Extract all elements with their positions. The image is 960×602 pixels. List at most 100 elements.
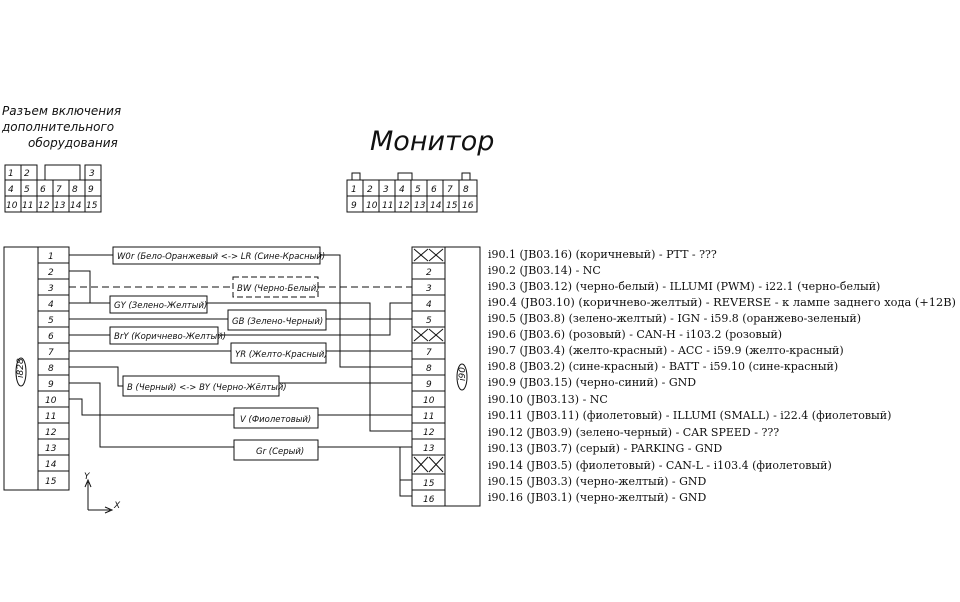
cavity-crossed-14 bbox=[413, 456, 444, 473]
monitor-title: Монитор bbox=[370, 126, 494, 157]
wire-label-7: V (Фиолетовый) bbox=[233, 407, 319, 429]
left-pin-12: 12 bbox=[45, 428, 57, 438]
left-face-r2-4: 4 bbox=[8, 185, 14, 195]
axis-indicator-icon: Y X bbox=[84, 472, 121, 514]
mon-face-r1-3: 3 bbox=[383, 185, 389, 195]
mon-face-r1-6: 6 bbox=[431, 185, 437, 195]
left-face-r1-1: 1 bbox=[8, 169, 14, 179]
left-pin-4: 4 bbox=[48, 300, 54, 310]
left-pin-15: 15 bbox=[45, 477, 57, 487]
left-face-r2-9: 9 bbox=[88, 185, 94, 195]
left-face-r1-3: 3 bbox=[89, 169, 95, 179]
left-face-r3-12: 12 bbox=[38, 201, 50, 211]
wire-label-3: GB (Зелено-Черный) bbox=[227, 309, 327, 331]
left-face-r3-14: 14 bbox=[70, 201, 82, 211]
left-title-line-2: дополнительного bbox=[1, 120, 114, 134]
left-pin-2: 2 bbox=[48, 268, 54, 278]
right-pin-11: 11 bbox=[423, 412, 434, 422]
mon-face-r2-14: 14 bbox=[430, 201, 442, 211]
pin-desc-13: i90.13 (JB03.7) (серый) - PARKING - GND bbox=[488, 442, 722, 455]
pin-desc-9: i90.9 (JB03.15) (черно-синий) - GND bbox=[488, 376, 696, 389]
left-face-r3-11: 11 bbox=[22, 201, 33, 211]
pin-desc-8: i90.8 (JB03.2) (сине-красный) - BATT - i… bbox=[488, 360, 838, 373]
pin-desc-3: i90.3 (JB03.12) (черно-белый) - ILLUMI (… bbox=[488, 280, 880, 293]
left-face-r1-2: 2 bbox=[24, 169, 30, 179]
wire-label-bw: BW (Черно-Белый) bbox=[237, 284, 320, 294]
wire-label-1: BW (Черно-Белый) bbox=[232, 276, 320, 298]
pin-desc-12: i90.12 (JB03.9) (зелено-черный) - CAR SP… bbox=[488, 426, 779, 439]
left-pin-7: 7 bbox=[48, 348, 54, 358]
pin-desc-11: i90.11 (JB03.11) (фиолетовый) - ILLUMI (… bbox=[488, 409, 891, 422]
wire-label-8: Gr (Серый) bbox=[233, 439, 319, 461]
wire-label-b-by: B (Черный) <-> BY (Черно-Жёлтый) bbox=[127, 383, 287, 393]
mon-face-r2-13: 13 bbox=[414, 201, 426, 211]
right-pin-3: 3 bbox=[426, 284, 432, 294]
pin-desc-6: i90.6 (JB03.6) (розовый) - CAN-H - i103.… bbox=[488, 328, 782, 341]
left-face-r2-6: 6 bbox=[40, 185, 46, 195]
pin-desc-7: i90.7 (JB03.4) (желто-красный) - ACC - i… bbox=[488, 344, 844, 357]
pin-desc-2: i90.2 (JB03.14) - NC bbox=[488, 264, 601, 277]
pin-description-list: i90.1 (JB03.16) (коричневый) - PTT - ???… bbox=[488, 248, 956, 504]
wire-label-0: W0r (Бело-Оранжевый <-> LR (Сине-Красный… bbox=[112, 246, 325, 265]
right-pin-9: 9 bbox=[426, 380, 432, 390]
right-pin-2: 2 bbox=[426, 268, 432, 278]
mon-face-r1-1: 1 bbox=[351, 185, 357, 195]
left-connector-body: i828 1 2 3 4 5 6 7 8 9 10 11 12 13 14 15 bbox=[3, 246, 70, 491]
mon-face-r2-16: 16 bbox=[462, 201, 474, 211]
left-rot-label: i828 bbox=[16, 358, 26, 378]
right-pin-8: 8 bbox=[426, 364, 432, 374]
wire-label-5: YR (Желто-Красный) bbox=[230, 342, 328, 364]
pin-desc-4: i90.4 (JB03.10) (коричнево-желтый) - REV… bbox=[488, 296, 956, 309]
left-pin-14: 14 bbox=[45, 460, 57, 470]
left-pin-8: 8 bbox=[48, 364, 54, 374]
left-face-r2-5: 5 bbox=[24, 185, 30, 195]
wire-label-yr: YR (Желто-Красный) bbox=[235, 350, 328, 360]
left-pin-5: 5 bbox=[48, 316, 54, 326]
pin-desc-10: i90.10 (JB03.13) - NC bbox=[488, 393, 608, 406]
left-connector-title: Разъем включения дополнительного оборудо… bbox=[1, 104, 121, 150]
right-pin-15: 15 bbox=[423, 479, 435, 489]
wire-label-4: BrY (Коричнево-Желтый) bbox=[109, 326, 226, 345]
axis-x-label: X bbox=[113, 501, 121, 511]
left-pin-1: 1 bbox=[48, 252, 54, 262]
pin-desc-5: i90.5 (JB03.8) (зелено-желтый) - IGN - i… bbox=[488, 312, 861, 325]
wire-label-v: V (Фиолетовый) bbox=[240, 415, 311, 425]
wire-label-6: B (Черный) <-> BY (Черно-Жёлтый) bbox=[122, 375, 287, 397]
cavity-crossed-6 bbox=[413, 328, 444, 342]
left-face-r3-15: 15 bbox=[86, 201, 98, 211]
left-pin-3: 3 bbox=[48, 284, 54, 294]
mon-face-r2-12: 12 bbox=[398, 201, 410, 211]
right-pin-5: 5 bbox=[426, 316, 432, 326]
left-pin-11: 11 bbox=[45, 412, 56, 422]
wire-label-gr: Gr (Серый) bbox=[256, 447, 304, 457]
right-pin-7: 7 bbox=[426, 348, 432, 358]
left-pin-9: 9 bbox=[48, 380, 54, 390]
mon-face-r2-15: 15 bbox=[446, 201, 458, 211]
right-rot-label: i90 bbox=[458, 367, 468, 381]
mon-face-r2-9: 9 bbox=[351, 201, 357, 211]
wire-lines bbox=[69, 254, 412, 497]
mon-face-r2-10: 10 bbox=[366, 201, 378, 211]
mon-face-r1-2: 2 bbox=[367, 185, 373, 195]
pin-desc-14: i90.14 (JB03.5) (фиолетовый) - CAN-L - i… bbox=[488, 459, 832, 472]
left-face-r2-8: 8 bbox=[72, 185, 78, 195]
mon-face-r1-8: 8 bbox=[463, 185, 469, 195]
wire-label-bry: BrY (Коричнево-Желтый) bbox=[114, 332, 226, 342]
wire-label-gy: GY (Зелено-Желтый) bbox=[114, 301, 207, 311]
right-pin-12: 12 bbox=[423, 428, 435, 438]
right-pin-13: 13 bbox=[423, 444, 435, 454]
cavity-crossed-1 bbox=[413, 248, 444, 262]
left-face-r3-10: 10 bbox=[6, 201, 18, 211]
mon-face-r1-5: 5 bbox=[415, 185, 421, 195]
left-title-line-3: оборудования bbox=[28, 136, 118, 150]
left-connector-face: 1 2 3 4 5 6 7 8 9 10 11 12 13 14 15 bbox=[4, 164, 102, 213]
left-face-r2-7: 7 bbox=[56, 185, 62, 195]
pin-desc-16: i90.16 (JB03.1) (черно-желтый) - GND bbox=[488, 491, 707, 504]
wire-label-w0r: W0r (Бело-Оранжевый <-> LR (Сине-Красный… bbox=[117, 252, 325, 262]
pin-desc-15: i90.15 (JB03.3) (черно-желтый) - GND bbox=[488, 475, 707, 488]
left-pin-6: 6 bbox=[48, 332, 54, 342]
left-pin-13: 13 bbox=[45, 444, 57, 454]
wire-label-2: GY (Зелено-Желтый) bbox=[109, 295, 208, 314]
mon-face-r1-4: 4 bbox=[399, 185, 405, 195]
mon-face-r2-11: 11 bbox=[382, 201, 393, 211]
